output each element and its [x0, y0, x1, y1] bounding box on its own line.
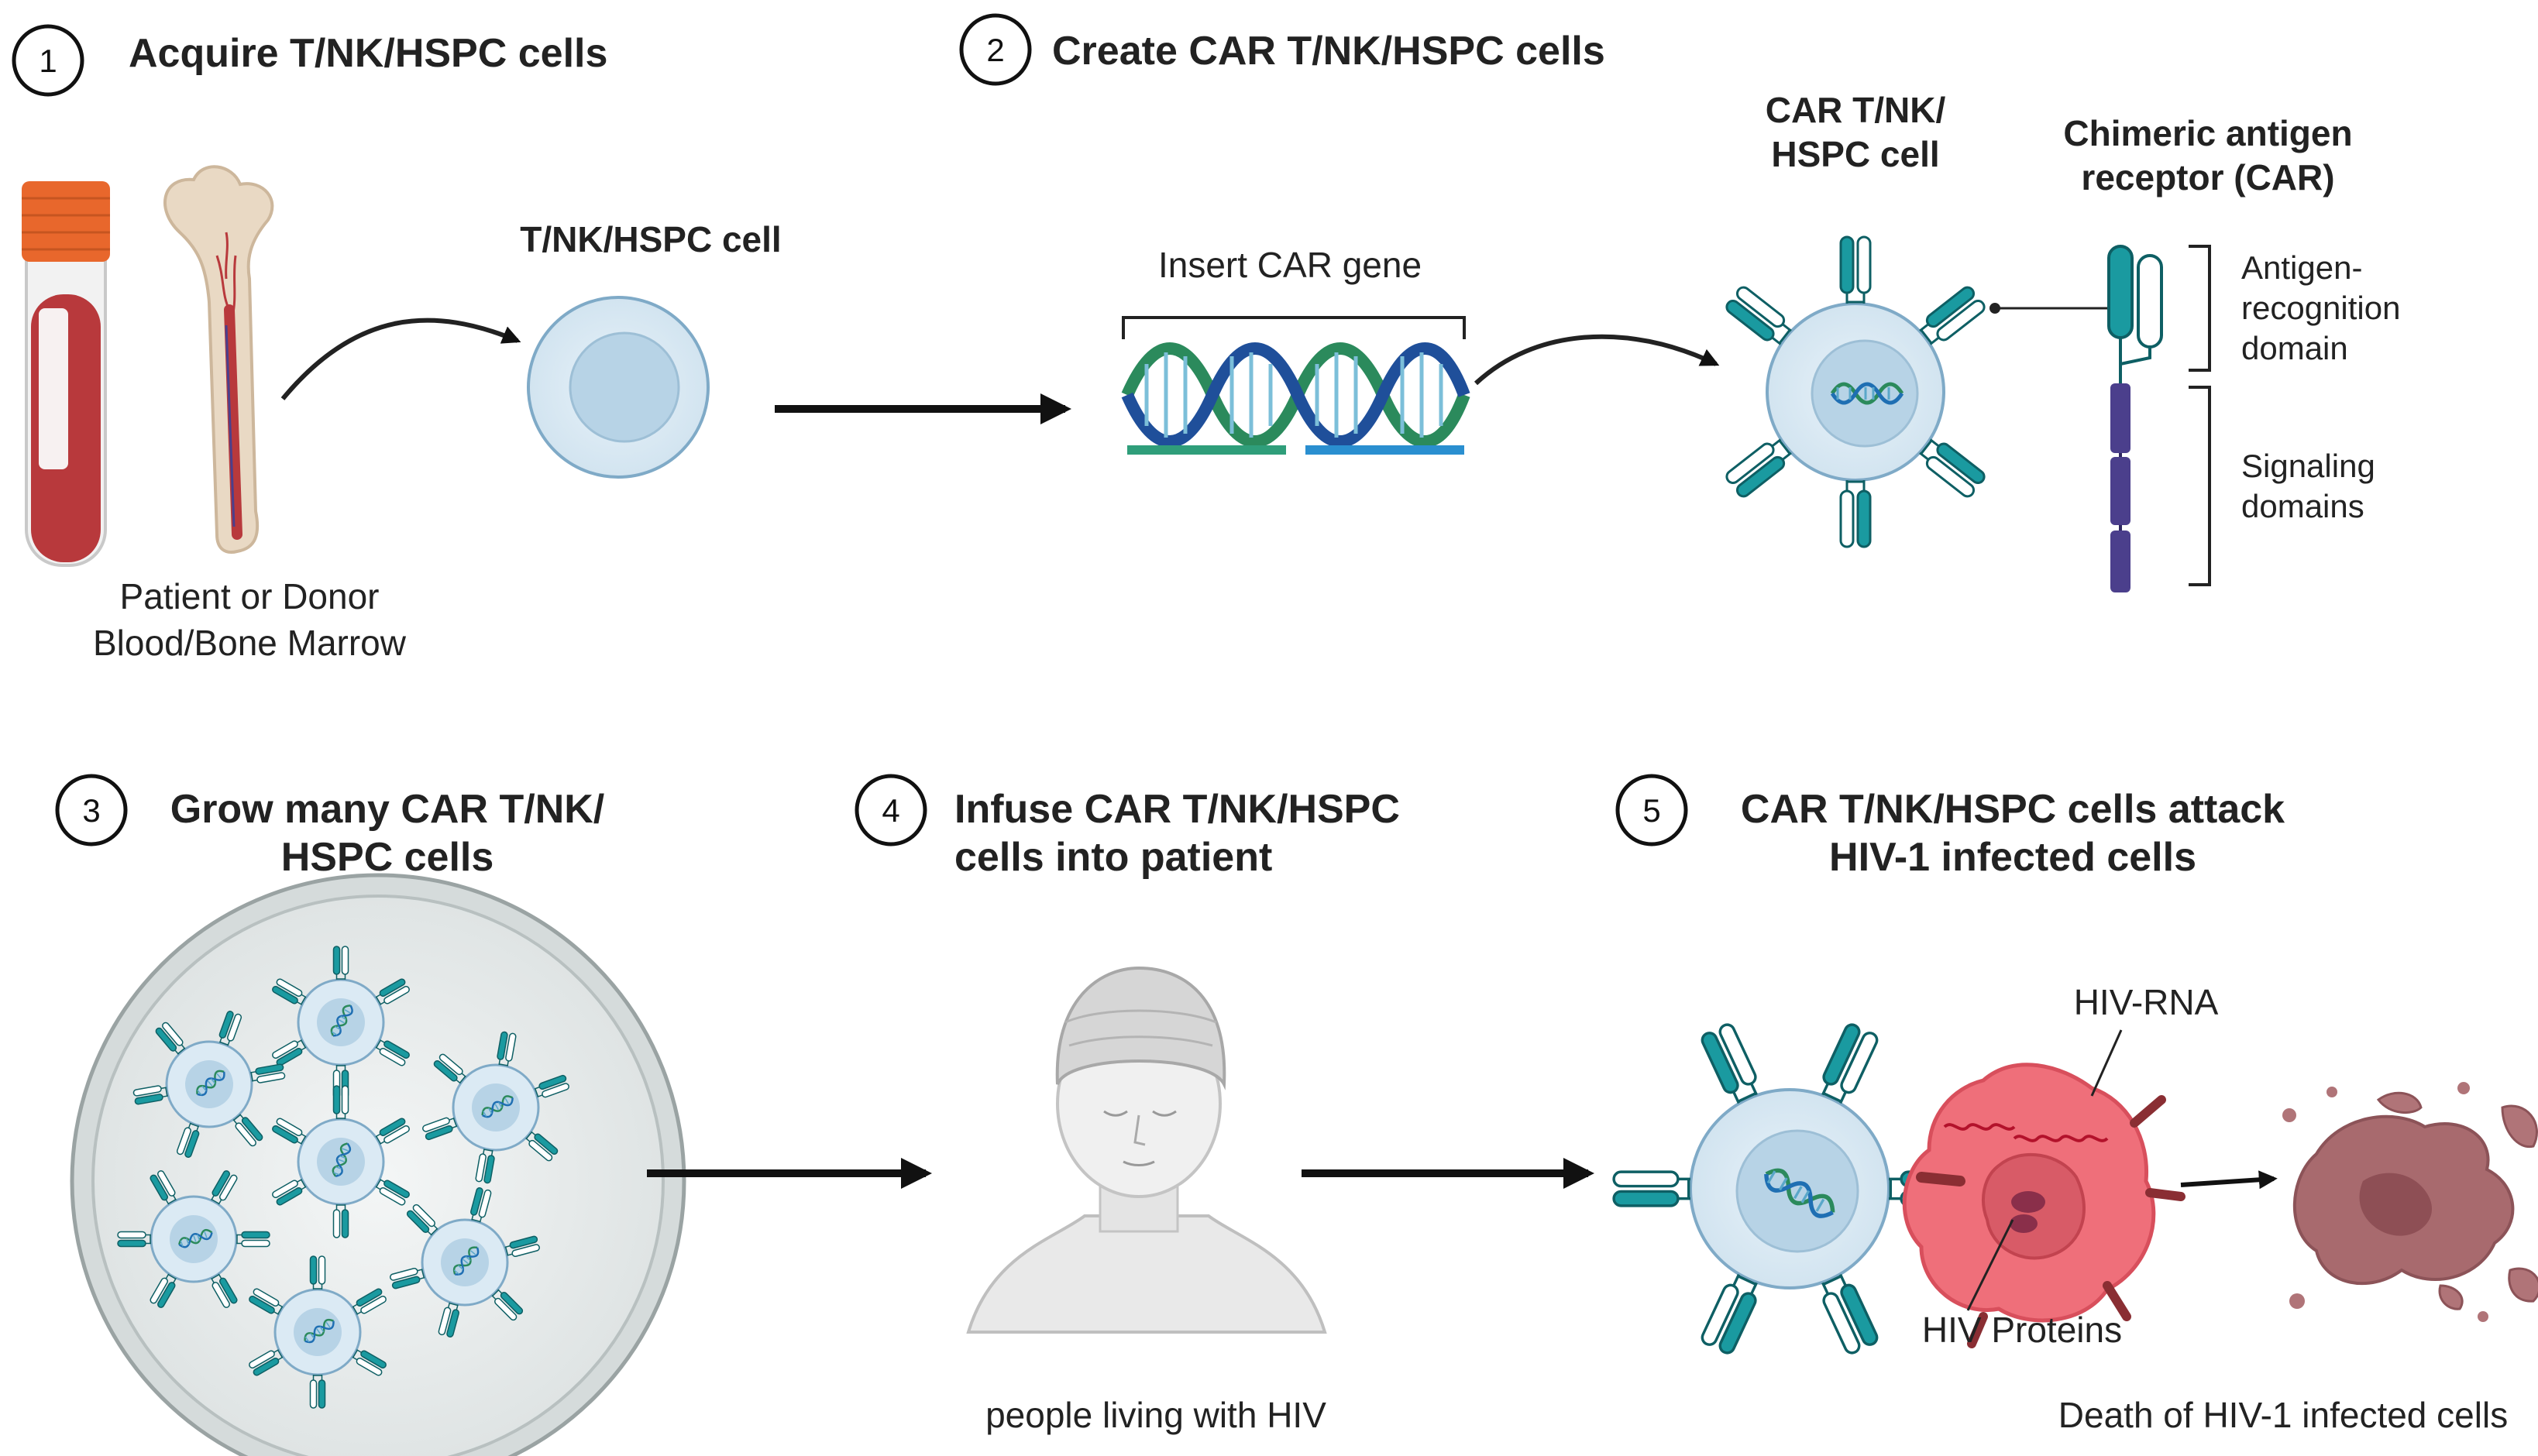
- dead-cell-debris: [2282, 1082, 2538, 1322]
- step-3-title-line-2: HSPC cells: [281, 835, 494, 880]
- signaling-bracket: [2189, 386, 2211, 586]
- step-5-title-line-2: HIV-1 infected cells: [1829, 835, 2196, 880]
- step-4-number: 4: [882, 792, 899, 829]
- signaling-label-line-2: domains: [2241, 488, 2364, 524]
- step-2-title: Create CAR T/NK/HSPC cells: [1052, 29, 1605, 74]
- hiv-rna-label: HIV-RNA: [2074, 982, 2219, 1022]
- step-2-number: 2: [986, 32, 1004, 68]
- car-receptor-detail: [2107, 245, 2163, 592]
- bone-icon: [163, 165, 274, 554]
- car-receptor-label-line-2: receptor (CAR): [2081, 157, 2334, 197]
- step-3-header: 3 Grow many CAR T/NK/ HSPC cells: [55, 774, 605, 880]
- step-2-number-circle: [959, 13, 1032, 86]
- source-label-line-1: Patient or Donor: [120, 576, 380, 616]
- step-1-title: Acquire T/NK/HSPC cells: [129, 31, 607, 76]
- arrow-to-death: [2180, 1170, 2278, 1190]
- step-5-header: 5 CAR T/NK/HSPC cells attack HIV-1 infec…: [1615, 774, 2285, 880]
- antigen-domain-label-line-3: domain: [2241, 330, 2348, 366]
- curved-arrow-1: [280, 318, 521, 400]
- blood-tube-icon: [22, 181, 110, 567]
- step-2-header: 2 Create CAR T/NK/HSPC cells: [959, 13, 1605, 86]
- patient-label: people living with HIV: [985, 1395, 1326, 1435]
- petri-dish: [70, 873, 686, 1456]
- patient-figure: [966, 966, 1327, 1334]
- death-label: Death of HIV-1 infected cells: [2058, 1395, 2508, 1435]
- cell-label: T/NK/HSPC cell: [520, 219, 781, 259]
- antigen-bracket: [2189, 245, 2211, 372]
- step-4-header: 4 Infuse CAR T/NK/HSPC cells into patien…: [855, 774, 1400, 880]
- hiv-proteins-label: HIV Proteins: [1922, 1310, 2122, 1350]
- car-cell-large: [1723, 235, 1988, 548]
- step-4-title-line-2: cells into patient: [954, 835, 1272, 880]
- step-5-number: 5: [1642, 792, 1660, 829]
- curved-arrow-2: [1474, 334, 1720, 386]
- insert-gene-bracket: [1122, 316, 1466, 339]
- step-4-title-line-1: Infuse CAR T/NK/HSPC: [954, 787, 1400, 832]
- car-cell-attacking: [1612, 1021, 1967, 1357]
- step-5-title-line-1: CAR T/NK/HSPC cells attack: [1741, 787, 2285, 832]
- car-pointer-dot: [1989, 303, 2000, 314]
- tnk-hspc-cell: [527, 296, 710, 479]
- step-1-number: 1: [39, 43, 57, 79]
- step-1-header: 1 Acquire T/NK/HSPC cells: [12, 24, 607, 97]
- hiv-proteins-pointer: [1966, 1219, 2014, 1311]
- hiv-infected-cell: [1902, 1063, 2186, 1348]
- antigen-domain-label-line-1: Antigen-: [2241, 249, 2362, 286]
- cultured-car-cells: [117, 946, 571, 1409]
- car-cell-label-line-2: HSPC cell: [1771, 134, 1939, 174]
- hiv-rna-pointer: [2090, 1029, 2123, 1097]
- step-4-number-circle: [855, 774, 927, 846]
- step-3-number-circle: [55, 774, 128, 846]
- antigen-domain-label-line-2: recognition: [2241, 290, 2400, 326]
- signaling-label-line-1: Signaling: [2241, 448, 2375, 484]
- step-1-number-circle: [12, 24, 84, 97]
- step-3-title-line-1: Grow many CAR T/NK/: [170, 787, 605, 832]
- step-5-number-circle: [1615, 774, 1688, 846]
- insert-gene-label: Insert CAR gene: [1158, 245, 1422, 285]
- step-3-number: 3: [82, 792, 100, 829]
- car-receptor-label-line-1: Chimeric antigen: [2063, 113, 2352, 153]
- dna-double-helix-icon: [1121, 342, 1470, 455]
- source-label-line-2: Blood/Bone Marrow: [93, 623, 407, 663]
- car-cell-label-line-1: CAR T/NK/: [1766, 90, 1946, 130]
